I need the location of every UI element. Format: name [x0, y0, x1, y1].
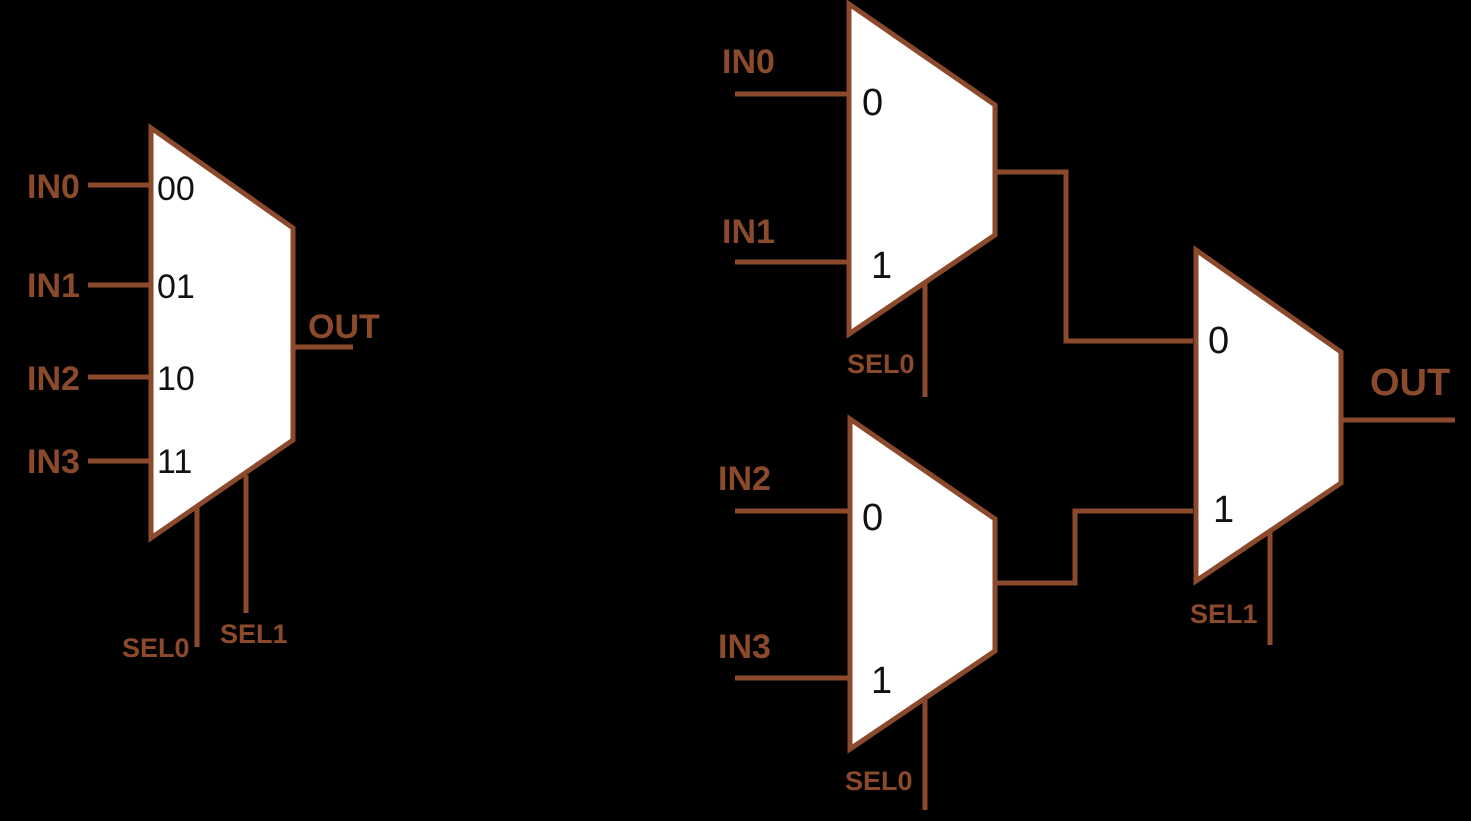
tree-bottom-in2-label: IN2	[718, 460, 771, 498]
mux-4to1-diagram: IN0 IN1 IN2 IN3 00 01 10 11 OUT SEL0 SEL…	[27, 123, 380, 663]
tree-bottom-sel0-label: SEL0	[845, 766, 913, 796]
tree-top-in1-label: IN1	[722, 213, 775, 251]
tree-bottom-in3-label: IN3	[718, 628, 771, 666]
tree-top-to-output-mux-wire	[993, 169, 1193, 344]
mux4-out-label: OUT	[308, 308, 380, 346]
tree-output-port-1: 1	[1213, 489, 1234, 531]
mux4-in1-label: IN1	[27, 267, 80, 305]
tree-top-mux-body	[846, 0, 998, 339]
mux4-sel1-label: SEL1	[220, 619, 288, 649]
tree-top-sel0-label: SEL0	[847, 349, 915, 379]
mux4-in3-label: IN3	[27, 443, 80, 481]
mux4-port-01: 01	[157, 268, 195, 306]
tree-bottom-to-output-mux-wire	[993, 508, 1193, 586]
tree-top-port-1: 1	[871, 245, 892, 287]
tree-output-mux-body	[1193, 245, 1344, 586]
tree-top-port-0: 0	[862, 82, 883, 124]
mux-2to1-tree-diagram: IN0 IN1 0 1 SEL0 IN2 IN3 0 1 SEL0 0 1 OU…	[718, 0, 1455, 810]
tree-output-port-0: 0	[1208, 320, 1229, 362]
mux4-port-00: 00	[157, 170, 195, 208]
mux4-sel0-label: SEL0	[122, 633, 190, 663]
tree-bottom-mux-body	[847, 414, 998, 754]
tree-top-in0-label: IN0	[722, 43, 775, 81]
mux4-in0-label: IN0	[27, 168, 80, 206]
tree-sel1-label: SEL1	[1190, 599, 1258, 629]
mux4-port-11: 11	[157, 443, 192, 481]
mux4-port-10: 10	[157, 360, 195, 398]
mux4-in2-label: IN2	[27, 360, 80, 398]
mux4-body	[148, 123, 296, 543]
tree-out-label: OUT	[1370, 362, 1450, 404]
tree-bottom-port-1: 1	[871, 660, 892, 702]
tree-bottom-port-0: 0	[862, 497, 883, 539]
